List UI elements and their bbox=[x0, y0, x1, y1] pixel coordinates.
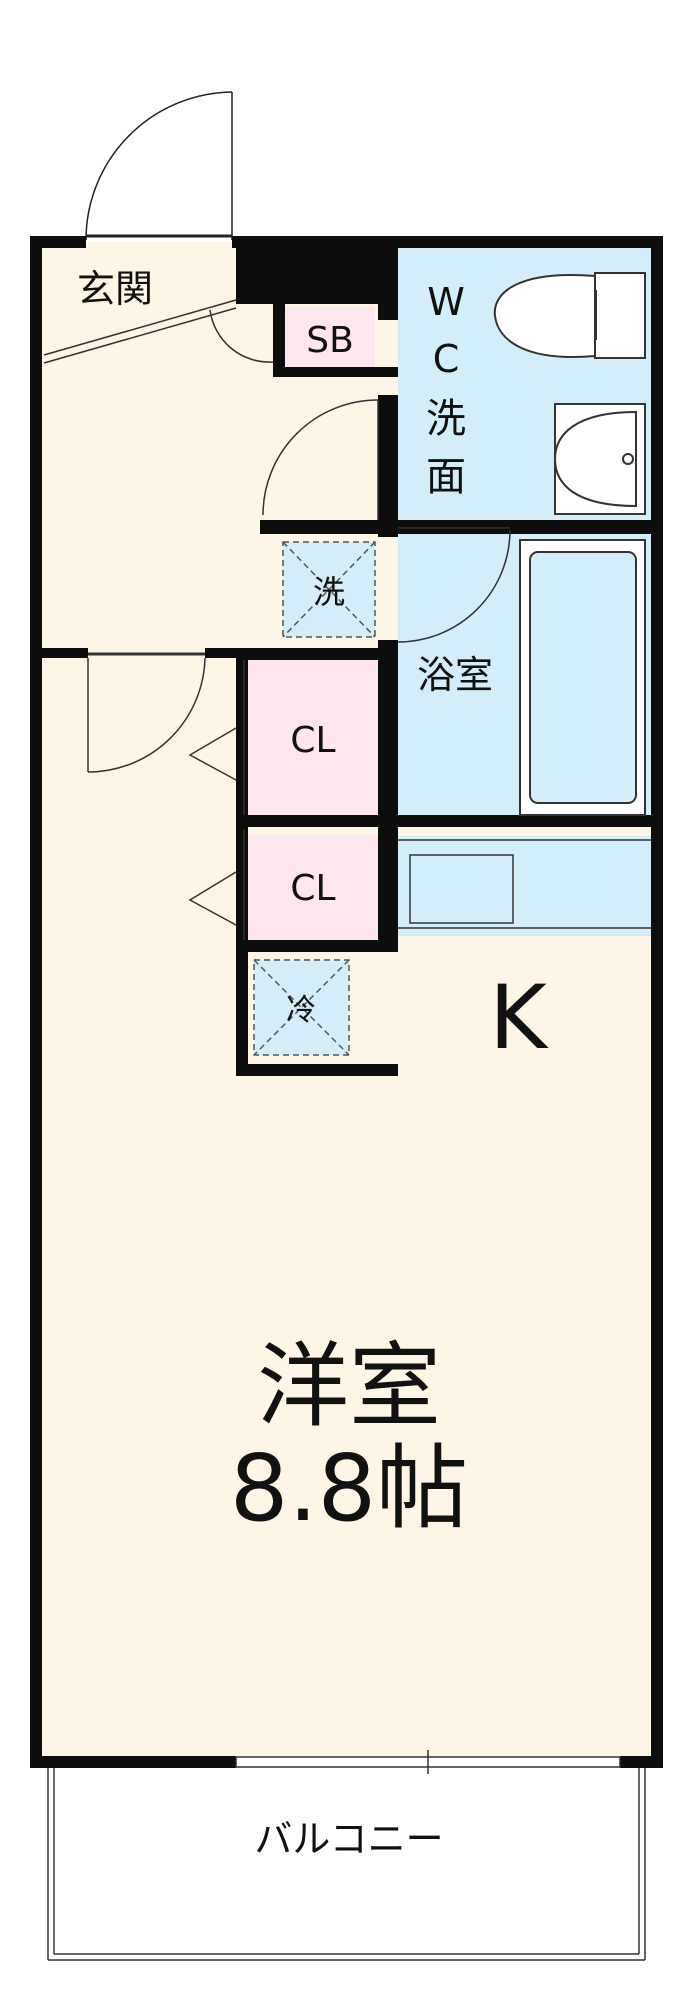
laundry-pan bbox=[282, 541, 376, 638]
washbasin-icon bbox=[553, 403, 646, 515]
kitchen-counter bbox=[398, 839, 651, 929]
fridge-space bbox=[253, 959, 350, 1056]
sb-label: SB bbox=[306, 320, 354, 361]
balcony-window bbox=[235, 1750, 621, 1774]
toilet-icon bbox=[493, 272, 646, 359]
shoe-box-area bbox=[285, 307, 375, 367]
washroom-label-1: 洗 bbox=[426, 396, 466, 442]
wc-label-w: W bbox=[427, 280, 465, 324]
room-size-label: 8.8帖 bbox=[230, 1435, 468, 1542]
bath-door bbox=[397, 527, 511, 643]
outer-walls bbox=[30, 236, 663, 1768]
washroom-label-2: 面 bbox=[426, 454, 466, 500]
interior-walls bbox=[36, 242, 651, 1076]
genkan-label: 玄関 bbox=[77, 267, 153, 311]
kitchen-label: K bbox=[489, 966, 549, 1069]
laundry-label: 洗 bbox=[313, 573, 345, 611]
sb-door bbox=[209, 309, 274, 363]
entrance-step bbox=[43, 299, 237, 364]
closet-2-label: CL bbox=[290, 868, 335, 909]
closet-1-area bbox=[248, 659, 378, 819]
bathroom-label: 浴室 bbox=[417, 653, 493, 697]
entrance-door bbox=[85, 91, 233, 241]
wc-label-c: C bbox=[433, 337, 460, 381]
room-door bbox=[87, 652, 206, 773]
closet-1-label: CL bbox=[290, 720, 335, 761]
closet-doors bbox=[188, 660, 245, 940]
closet-2-area bbox=[248, 835, 378, 940]
fridge-label: 冷 bbox=[286, 993, 316, 1028]
hall-door bbox=[262, 399, 379, 520]
western-room-label: 洋室 bbox=[257, 1333, 441, 1440]
balcony bbox=[47, 1768, 646, 1961]
bathtub-icon bbox=[519, 539, 646, 816]
balcony-label: バルコニー bbox=[254, 1817, 443, 1861]
